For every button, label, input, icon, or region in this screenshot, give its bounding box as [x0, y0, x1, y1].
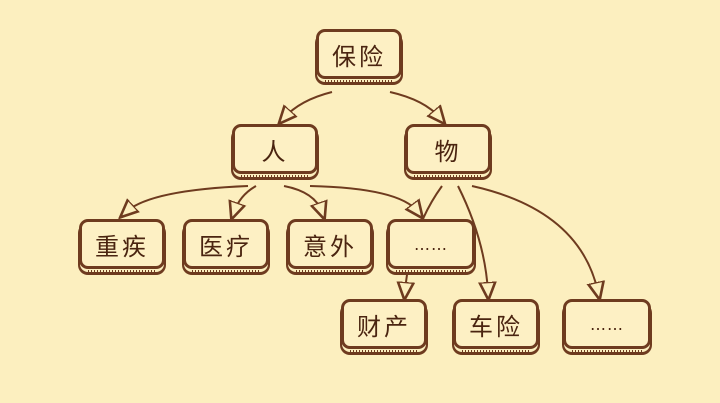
arrow-person-critical	[126, 185, 249, 212]
node-property: 物	[405, 124, 491, 179]
node-asset: 财产	[341, 299, 427, 354]
arrow-person-medical	[234, 185, 257, 212]
arrow-property-more	[471, 185, 598, 292]
node-insurance: 保险	[316, 29, 402, 84]
arrow-root-property	[389, 91, 440, 118]
arrow-property-car	[457, 185, 488, 292]
node-person: 人	[232, 124, 318, 179]
arrow-root-person	[284, 91, 333, 118]
arrow-person-accident	[283, 185, 322, 212]
node-car: 车险	[453, 299, 539, 354]
node-person-more: ……	[387, 219, 475, 274]
node-property-more: ……	[563, 299, 651, 354]
node-medical: 医疗	[183, 219, 269, 274]
arrow-person-more	[309, 185, 418, 212]
node-critical-illness: 重疾	[79, 219, 165, 274]
node-accident: 意外	[287, 219, 373, 274]
